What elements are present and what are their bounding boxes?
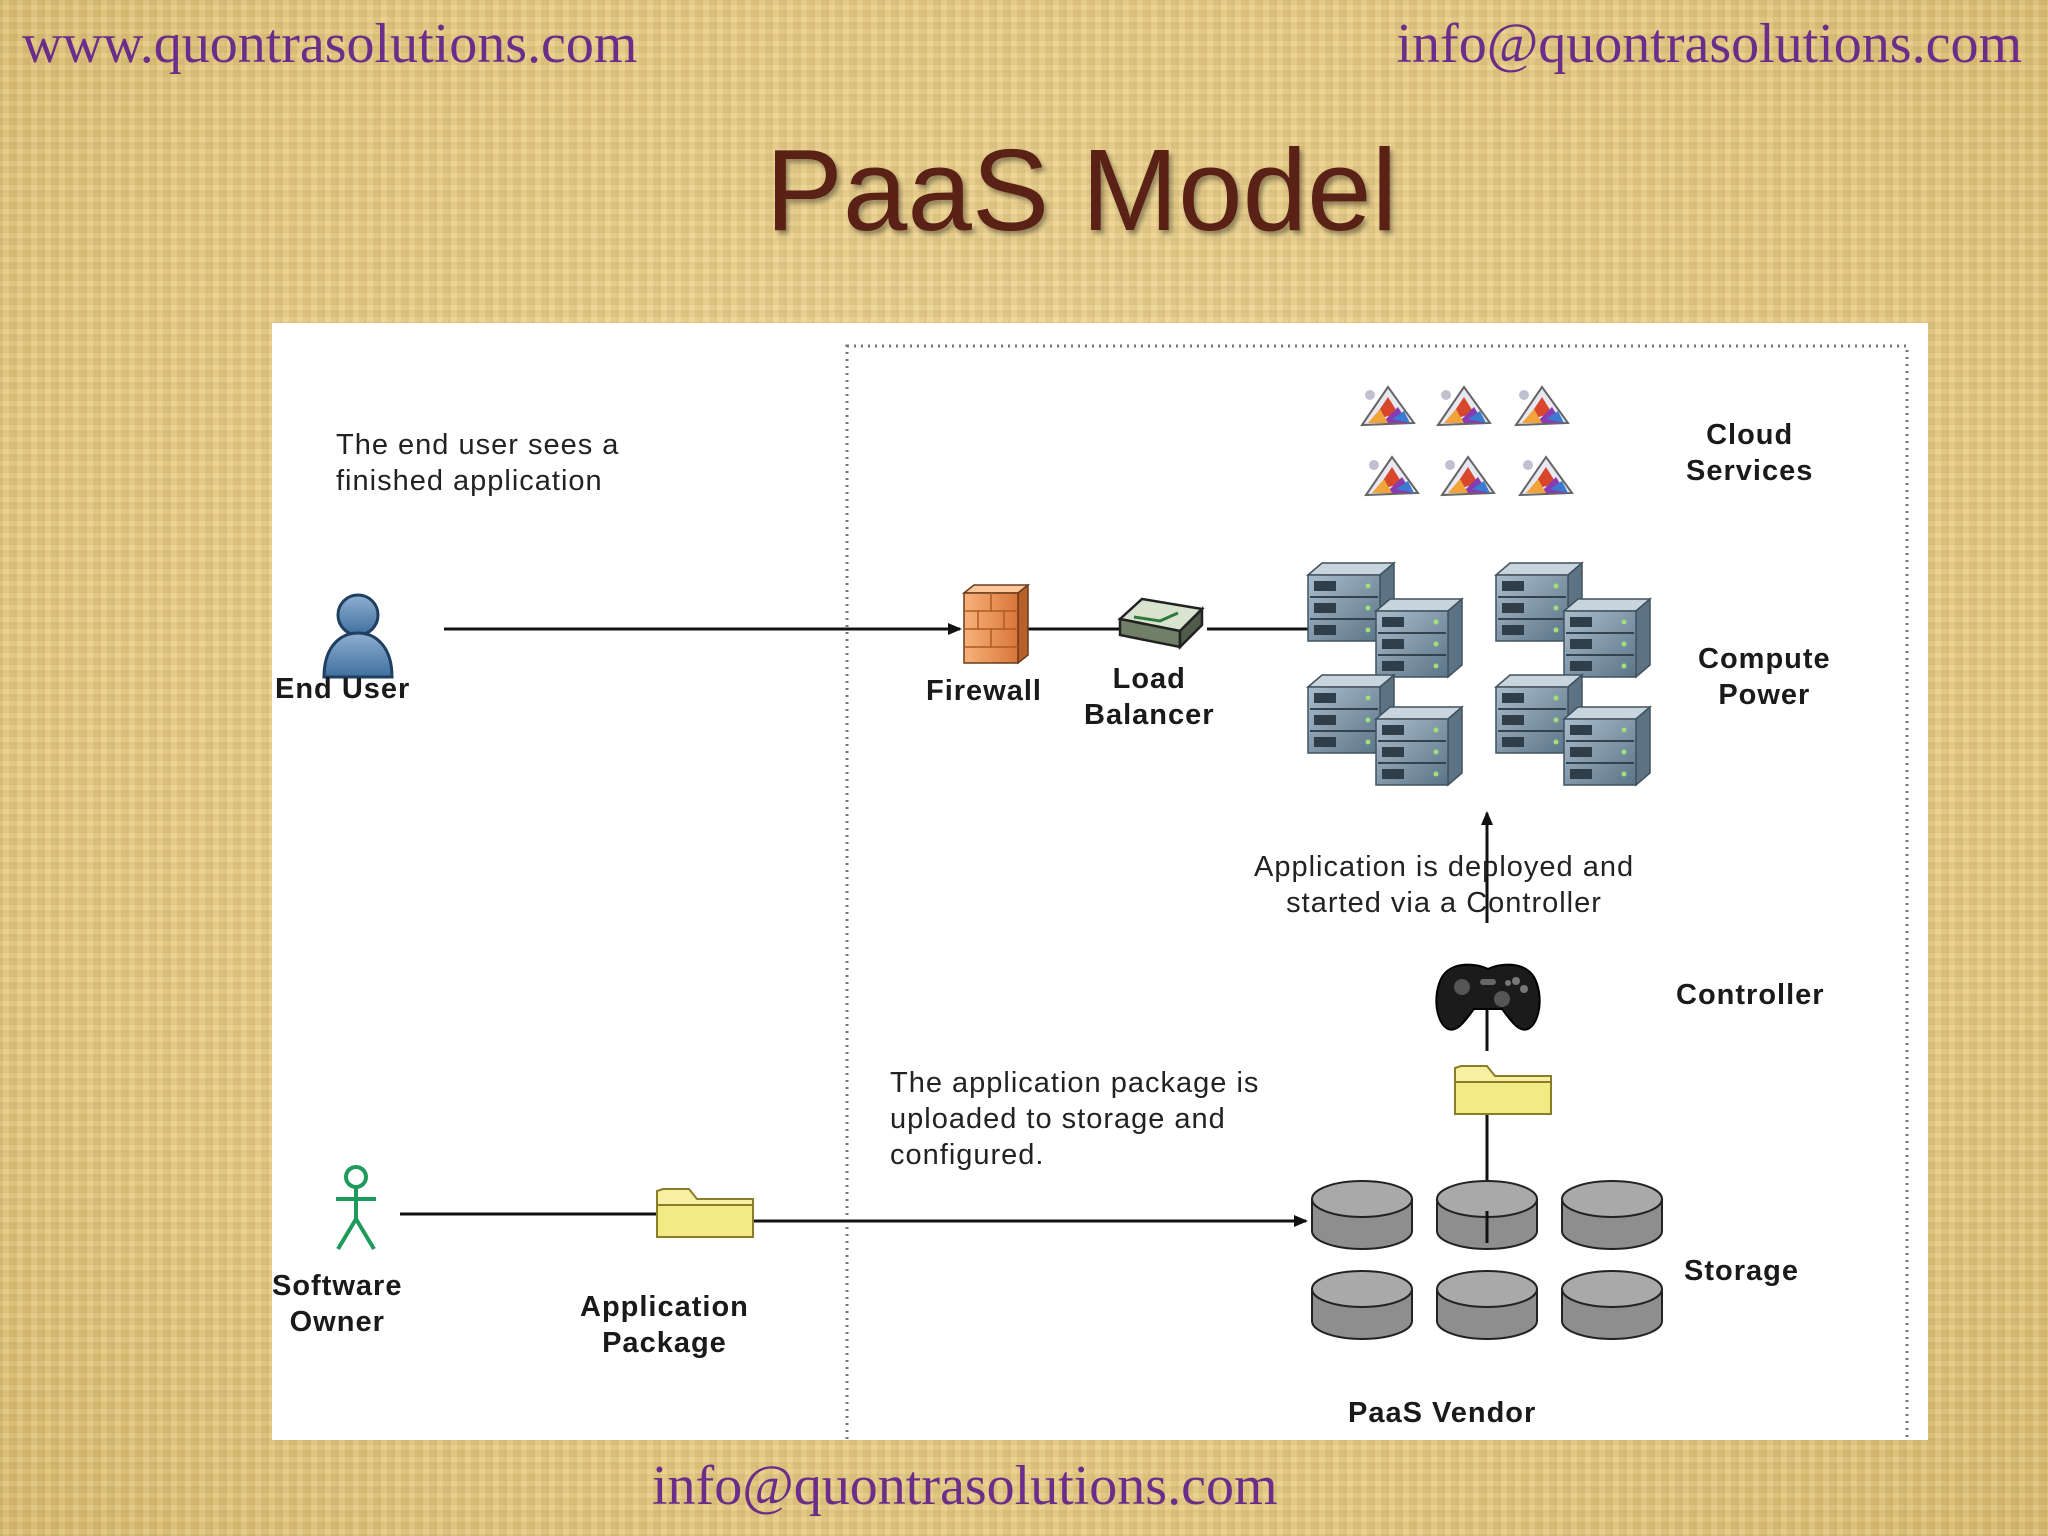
storage-disk-icon: [1311, 1270, 1413, 1340]
label-load-balancer: Load Balancer: [1084, 663, 1215, 731]
cloud-service-icon: [1441, 456, 1495, 496]
software-owner-icon: [336, 1165, 376, 1251]
load-balancer-icon: [1117, 597, 1205, 651]
diagram-graphics: [322, 344, 1909, 1440]
server-icon: [1375, 598, 1463, 678]
cloud-service-icon: [1437, 386, 1491, 426]
end-user-icon: [322, 593, 394, 679]
cloud-service-icon: [1519, 456, 1573, 496]
label-controller: Controller: [1676, 979, 1825, 1011]
website-url[interactable]: www.quontrasolutions.com: [22, 13, 638, 75]
storage-disk-icon: [1561, 1270, 1663, 1340]
server-icon: [1563, 598, 1651, 678]
label-application-package: Application Package: [580, 1291, 749, 1359]
storage-disk-icon: [1436, 1270, 1538, 1340]
slide-title: PaaS Model: [765, 125, 1398, 255]
uploaded-package-icon: [1454, 1065, 1552, 1115]
server-icon: [1375, 706, 1463, 786]
label-storage: Storage: [1684, 1255, 1799, 1287]
cloud-service-icon: [1361, 386, 1415, 426]
label-software-owner: Software Owner: [272, 1270, 403, 1338]
cloud-service-icon: [1365, 456, 1419, 496]
note-uploaded: The application package is uploaded to s…: [890, 1067, 1260, 1171]
server-icon: [1563, 706, 1651, 786]
paas-diagram: The end user sees a finished application…: [272, 323, 1928, 1440]
paas-vendor-boundary: [845, 344, 1909, 1440]
label-compute-power: Compute Power: [1698, 643, 1831, 711]
contact-email-bottom[interactable]: info@quontrasolutions.com: [652, 1455, 1278, 1517]
label-cloud-services: Cloud Services: [1686, 419, 1814, 487]
application-package-icon: [656, 1188, 754, 1238]
note-end-user-sees: The end user sees a finished application: [336, 429, 620, 497]
contact-email-top[interactable]: info@quontrasolutions.com: [1396, 13, 2022, 75]
note-deployed: Application is deployed and started via …: [1254, 851, 1635, 919]
storage-disk-icon: [1561, 1180, 1663, 1250]
label-firewall: Firewall: [926, 675, 1042, 707]
label-end-user: End User: [275, 673, 411, 705]
cloud-service-icon: [1515, 386, 1569, 426]
controller-icon: [1435, 963, 1541, 1031]
storage-disk-icon: [1311, 1180, 1413, 1250]
firewall-icon: [961, 583, 1031, 665]
compute-server-cluster: [1307, 562, 1651, 786]
storage-cluster: [1311, 1180, 1663, 1340]
label-paas-vendor: PaaS Vendor: [1348, 1397, 1537, 1429]
